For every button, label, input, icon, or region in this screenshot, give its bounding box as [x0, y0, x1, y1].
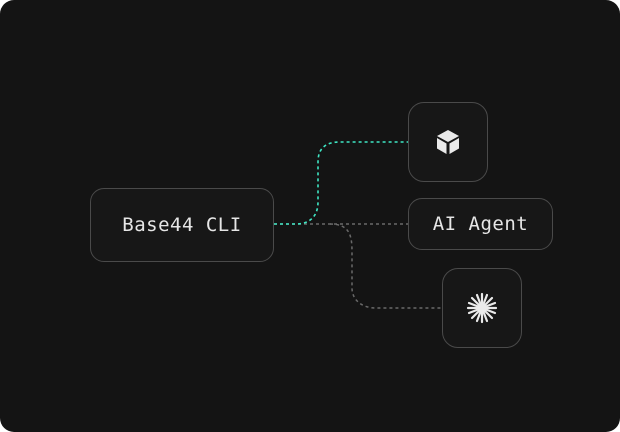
cube-icon [433, 127, 463, 157]
ai-agent-label: AI Agent [432, 213, 529, 235]
sparkle-node[interactable] [442, 268, 522, 348]
connector-to-cube [274, 141, 408, 225]
cube-node[interactable] [408, 102, 488, 182]
connector-to-sparkle [329, 223, 442, 309]
sparkle-icon [465, 291, 499, 325]
ai-agent-node[interactable]: AI Agent [408, 198, 553, 250]
base44-cli-node[interactable]: Base44 CLI [90, 188, 274, 262]
base44-cli-label: Base44 CLI [122, 214, 242, 236]
